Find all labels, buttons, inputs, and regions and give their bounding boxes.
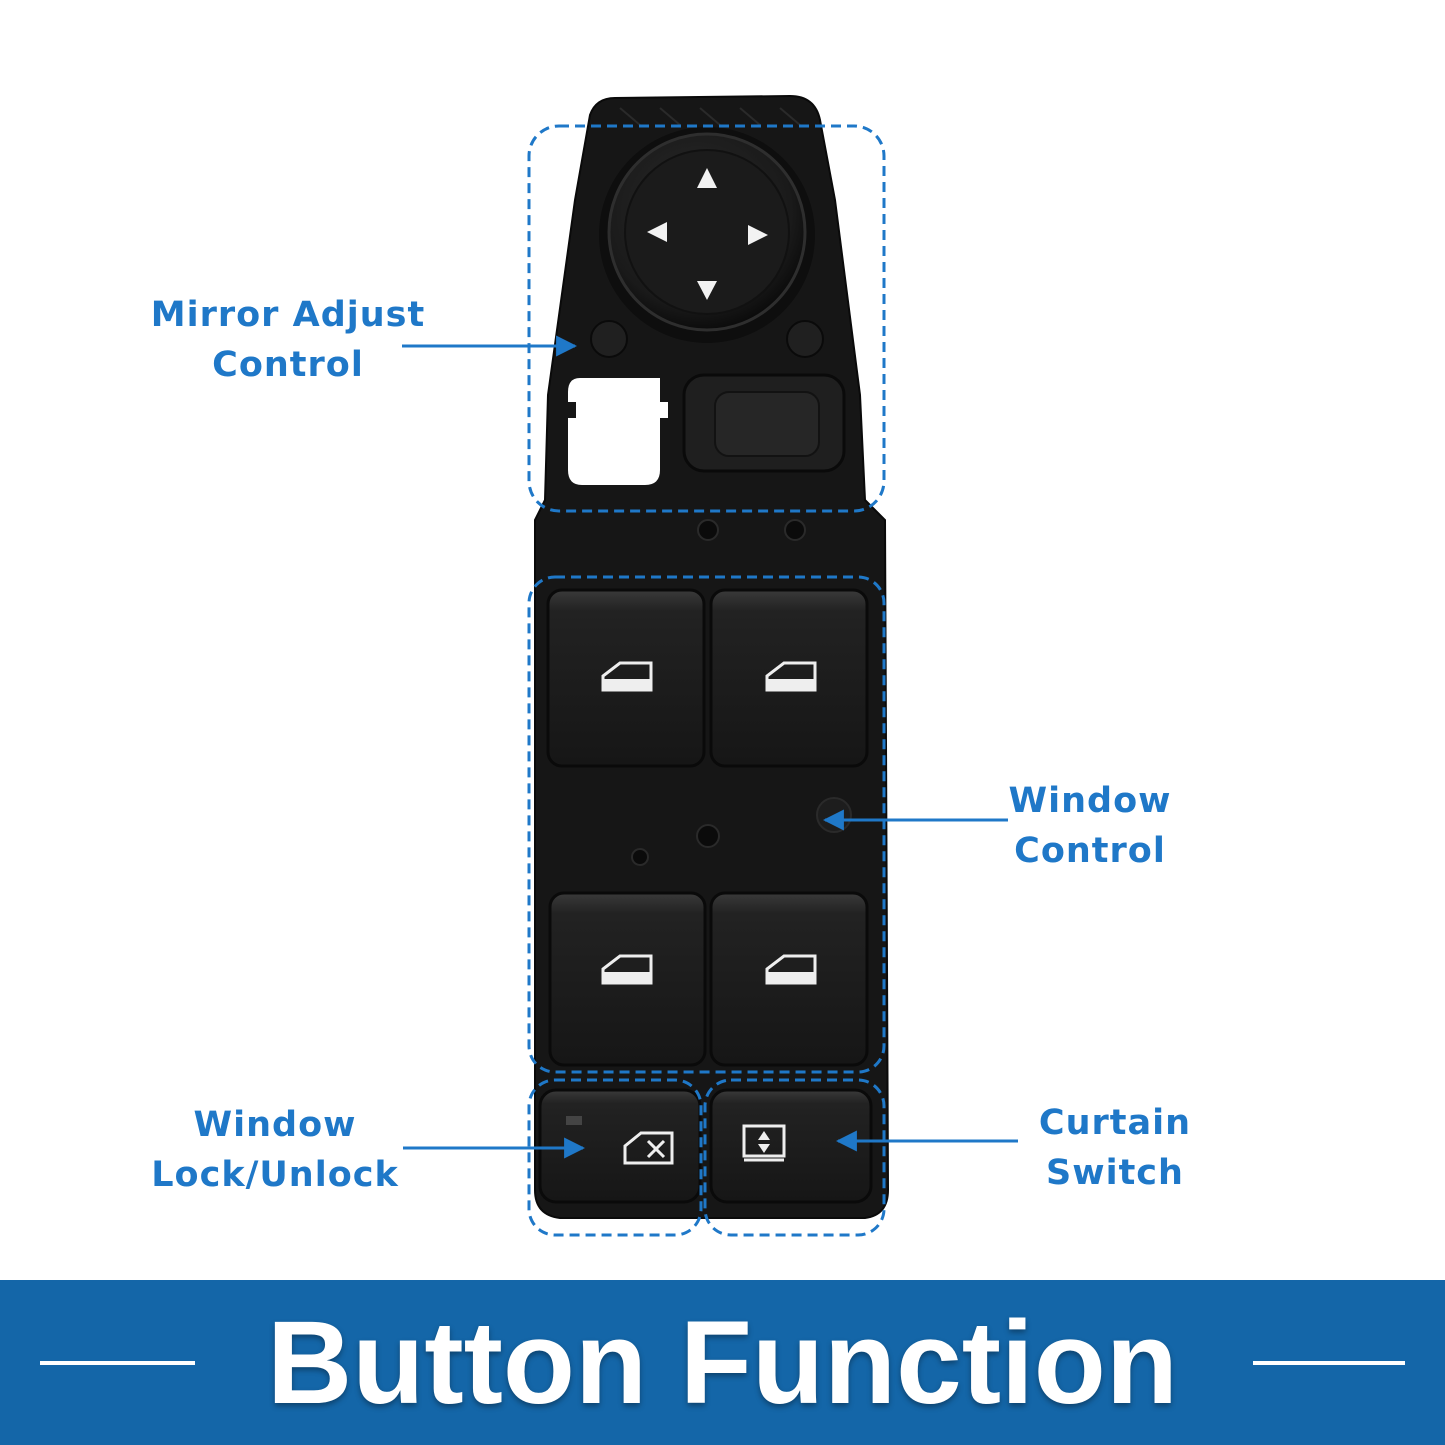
window-control-label-line1: Window xyxy=(1008,781,1172,821)
window-button-front-left xyxy=(546,588,706,768)
window-lock-label-line2: Lock/Unlock xyxy=(151,1155,399,1195)
mirror-adjust-label-line1: Mirror Adjust xyxy=(150,295,426,335)
banner-title: Button Function xyxy=(267,1297,1178,1429)
mirror-adjust-callout-box xyxy=(527,124,886,513)
window-button-rear-right xyxy=(709,891,869,1067)
product-diagram: Mirror Adjust Control Window Control Win… xyxy=(130,94,1215,1237)
title-banner: Button Function xyxy=(0,1280,1445,1445)
window-control-callout-box xyxy=(527,575,886,1074)
curtain-switch-label-line2: Switch xyxy=(1046,1153,1184,1193)
curtain-switch-label-line1: Curtain xyxy=(1038,1103,1192,1143)
top-ridges xyxy=(619,107,801,126)
curtain-switch-label: Curtain Switch xyxy=(1015,1098,1215,1198)
window-lock-callout-box xyxy=(527,1078,703,1237)
mirror-adjust-label-line2: Control xyxy=(212,345,364,385)
window-control-label: Window Control xyxy=(990,776,1190,876)
window-control-label-line2: Control xyxy=(1014,831,1166,871)
banner-rule-right xyxy=(1253,1361,1405,1365)
curtain-switch-button xyxy=(709,1088,873,1204)
window-lock-icon xyxy=(623,1131,674,1165)
window-button-front-right xyxy=(709,588,869,768)
arrow-left-icon xyxy=(647,222,667,242)
curtain-switch-callout-box xyxy=(703,1078,886,1237)
mirror-right-button xyxy=(786,320,824,358)
curtain-icon xyxy=(742,1124,786,1158)
mirror-left-button xyxy=(590,320,628,358)
arrow-up-icon xyxy=(697,168,717,188)
window-lock-label: Window Lock/Unlock xyxy=(130,1100,420,1200)
mirror-adjust-knob xyxy=(599,127,815,343)
arrow-right-icon xyxy=(748,225,768,245)
window-lock-label-line1: Window xyxy=(193,1105,357,1145)
banner-rule-left xyxy=(40,1361,195,1365)
window-lock-button xyxy=(538,1088,702,1204)
window-button-rear-left xyxy=(548,891,707,1067)
switch-panel-illustration xyxy=(402,94,1018,1237)
arrow-down-icon xyxy=(697,281,717,300)
mirror-adjust-label: Mirror Adjust Control xyxy=(138,290,438,390)
connector-cutout xyxy=(568,378,668,485)
